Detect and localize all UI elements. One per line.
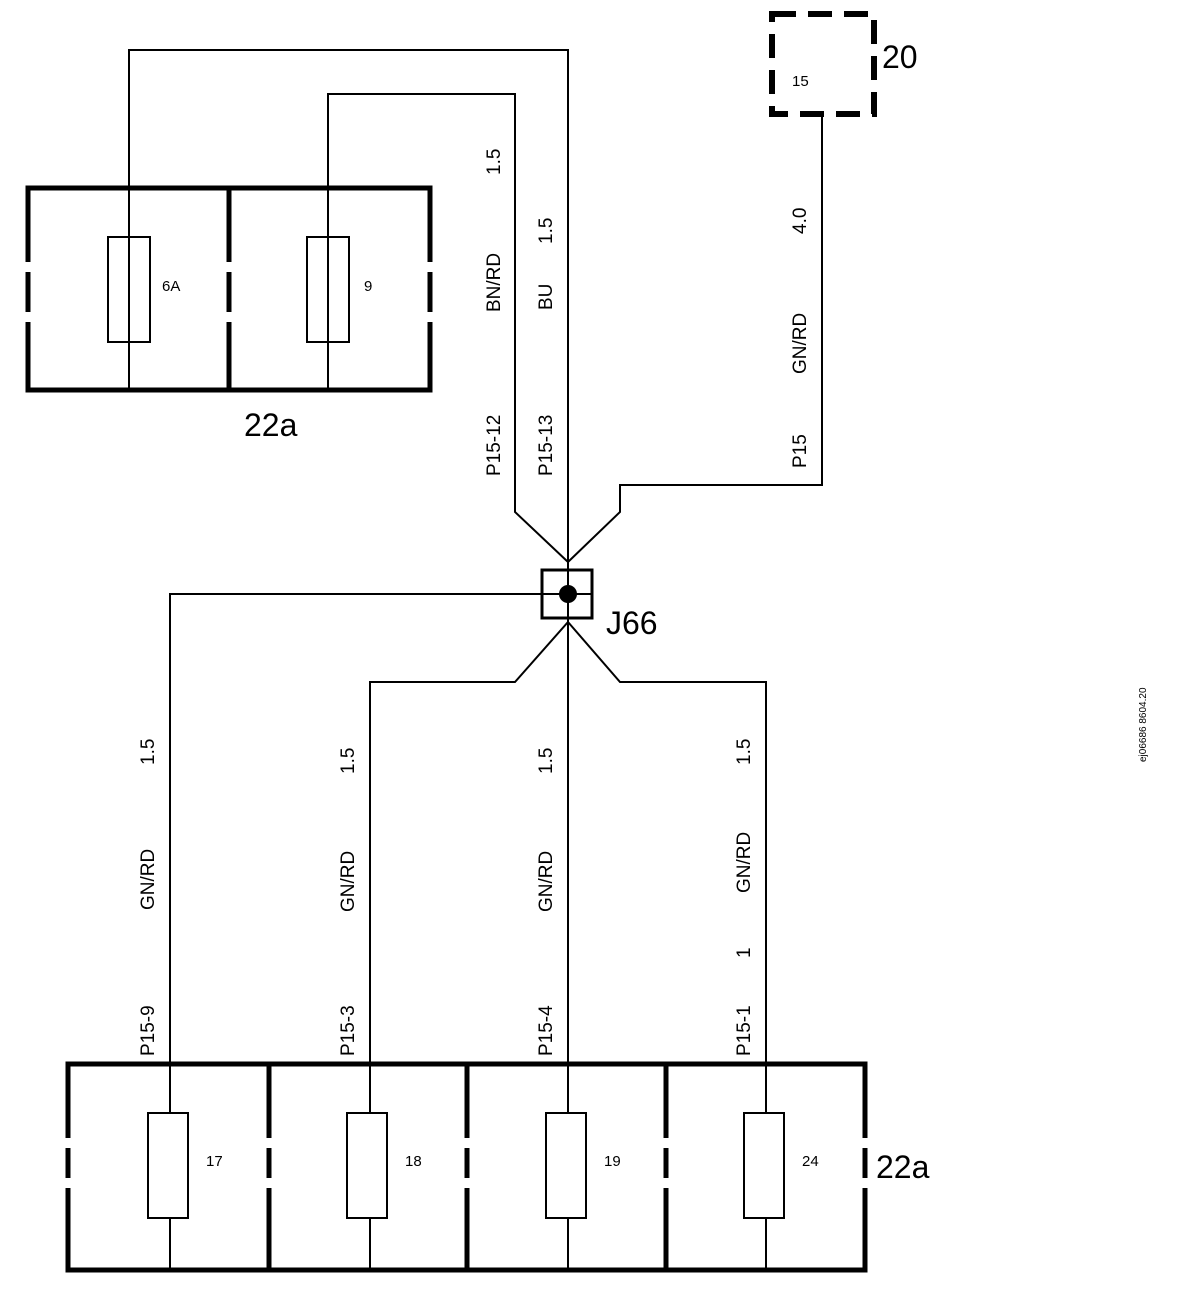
wire-size: 1.5 bbox=[536, 218, 557, 244]
figure-id: ej06686 8604.20 bbox=[1138, 687, 1149, 762]
component-20-box bbox=[769, 11, 877, 117]
fuse-9-label: 9 bbox=[364, 278, 372, 295]
fuse-box-bottom bbox=[64, 1061, 869, 1273]
fuse-24 bbox=[743, 1112, 785, 1219]
fuse-6a-label: 6A bbox=[162, 278, 180, 295]
component-20-label: 20 bbox=[882, 39, 918, 75]
component-20-pin: 15 bbox=[792, 73, 809, 90]
wire-pin: P15 bbox=[790, 434, 811, 468]
fuse-19 bbox=[545, 1112, 587, 1219]
junction-j66 bbox=[540, 568, 594, 620]
wire-label-p15-13: 1.5 BU P15-13 bbox=[536, 218, 557, 476]
wires bbox=[128, 49, 823, 1270]
wire-size: 1.5 bbox=[338, 748, 359, 774]
wire-pin: P15-12 bbox=[484, 415, 505, 476]
junction-label: J66 bbox=[606, 605, 658, 641]
wire-size: 1.5 bbox=[138, 739, 159, 765]
fuse-box-bottom-label: 22a bbox=[876, 1149, 930, 1185]
wire-size: 1.5 bbox=[484, 149, 505, 175]
wire-color: GN/RD bbox=[734, 832, 755, 893]
wire-label-p15: 4.0 GN/RD P15 bbox=[790, 208, 811, 468]
wire-label-p15-12: 1.5 BN/RD P15-12 bbox=[484, 149, 505, 476]
wire-label-p15-3: 1.5 GN/RD P15-3 bbox=[338, 748, 359, 1056]
wire-pin: P15-4 bbox=[536, 1005, 557, 1056]
wire-label-p15-9: 1.5 GN/RD P15-9 bbox=[138, 739, 159, 1056]
fuse-24-label: 24 bbox=[802, 1153, 819, 1170]
wire-color: BN/RD bbox=[484, 253, 505, 312]
fuse-17 bbox=[147, 1112, 189, 1219]
wire-p15-3 bbox=[369, 621, 569, 1064]
fuse-box-top bbox=[24, 185, 434, 393]
wire-color: GN/RD bbox=[138, 849, 159, 910]
wire-pin: P15-3 bbox=[338, 1005, 359, 1056]
fuse-18 bbox=[346, 1112, 388, 1219]
wire-fuse-9 bbox=[327, 93, 569, 563]
wire-color: GN/RD bbox=[790, 313, 811, 374]
wire-color: BU bbox=[536, 284, 557, 310]
fuse-box-top-label: 22a bbox=[244, 407, 298, 443]
wire-label-p15-4: 1.5 GN/RD P15-4 bbox=[536, 748, 557, 1056]
wire-p15-1 bbox=[567, 621, 767, 1064]
wire-pin: P15-9 bbox=[138, 1005, 159, 1056]
wire-fuse-6a bbox=[128, 49, 569, 592]
wire-component-20 bbox=[567, 114, 823, 563]
wire-size: 1.5 bbox=[734, 739, 755, 765]
wire-size: 4.0 bbox=[790, 208, 811, 234]
fuse-17-label: 17 bbox=[206, 1153, 223, 1170]
wire-size: 1.5 bbox=[536, 748, 557, 774]
fuse-18-label: 18 bbox=[405, 1153, 422, 1170]
wire-extra: 1 bbox=[734, 947, 755, 958]
wire-color: GN/RD bbox=[338, 851, 359, 912]
fuse-19-label: 19 bbox=[604, 1153, 621, 1170]
wire-pin: P15-13 bbox=[536, 415, 557, 476]
wire-color: GN/RD bbox=[536, 851, 557, 912]
wire-label-p15-1: 1.5 GN/RD 1 P15-1 bbox=[734, 739, 755, 1056]
wire-p15-9 bbox=[169, 593, 568, 1064]
wire-pin: P15-1 bbox=[734, 1005, 755, 1056]
